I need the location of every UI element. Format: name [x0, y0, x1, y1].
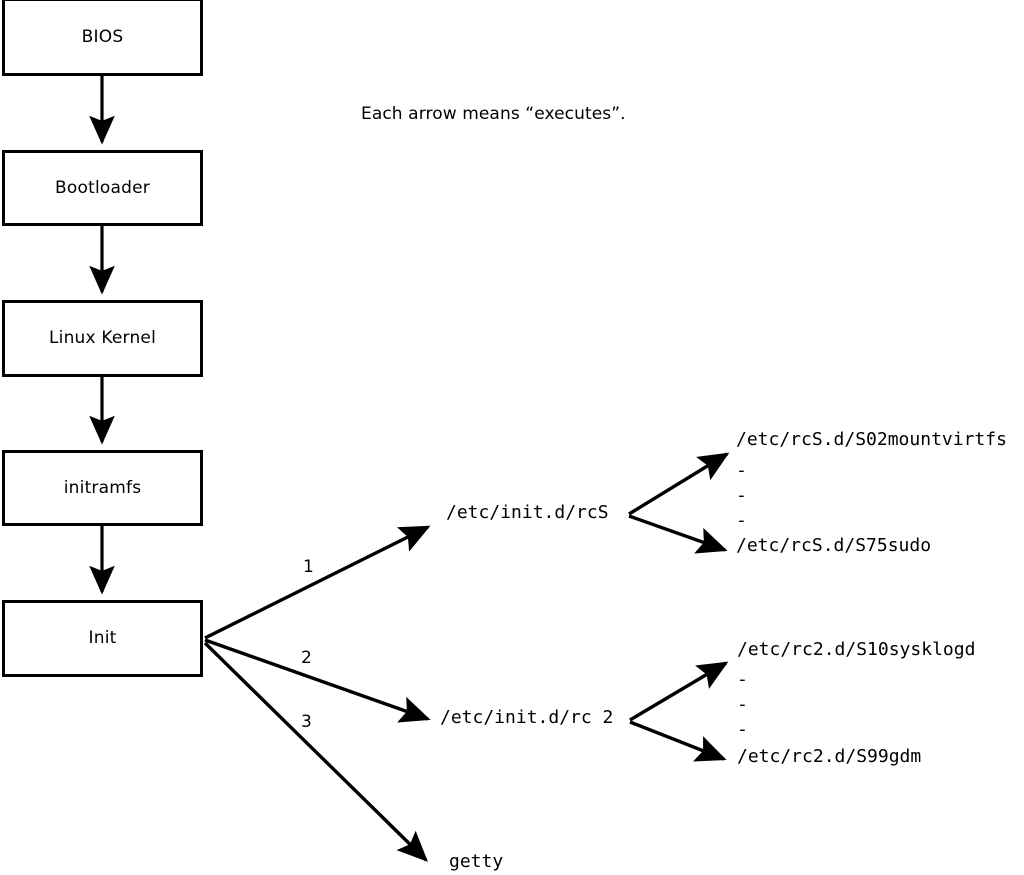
node-initramfs-label: initramfs — [63, 477, 142, 498]
node-initramfs[interactable]: initramfs — [2, 450, 203, 526]
rc2-arrow-last — [629, 720, 727, 762]
rc2-script-first[interactable]: /etc/rc2.d/S10sysklogd — [737, 639, 976, 660]
rcs-arrow-first — [628, 452, 730, 516]
rcs-arrow-last — [628, 514, 728, 554]
rc2-ellipsis-dash-2: - — [737, 694, 748, 715]
rcs-ellipsis-dash-2: - — [736, 485, 747, 506]
init-arrow-2 — [204, 638, 431, 723]
note-each-arrow-executes: Each arrow means “executes”. — [361, 104, 626, 124]
target-rcs[interactable]: /etc/init.d/rcS — [446, 502, 609, 523]
node-bootloader-label: Bootloader — [55, 177, 150, 198]
rcs-script-first[interactable]: /etc/rcS.d/S02mountvirtfs — [736, 429, 1007, 450]
node-init-label: Init — [88, 628, 117, 648]
rc2-script-last[interactable]: /etc/rc2.d/S99gdm — [737, 746, 922, 767]
node-bios[interactable]: BIOS — [2, 0, 203, 76]
rc2-ellipsis-dash-1: - — [737, 669, 748, 690]
node-bios-label: BIOS — [81, 26, 124, 47]
target-getty[interactable]: getty — [449, 851, 504, 872]
rcs-script-last[interactable]: /etc/rcS.d/S75sudo — [736, 535, 932, 556]
node-init[interactable]: Init — [2, 600, 203, 677]
target-rc2[interactable]: /etc/init.d/rc 2 — [440, 707, 614, 728]
node-linux-kernel-label: Linux Kernel — [48, 328, 156, 348]
init-arrow-3 — [203, 641, 428, 862]
rcs-ellipsis-dash-1: - — [736, 460, 747, 481]
rcs-ellipsis-dash-3: - — [736, 510, 747, 531]
node-bootloader[interactable]: Bootloader — [2, 150, 203, 226]
edge-label-1: 1 — [303, 557, 314, 577]
edge-label-2: 2 — [301, 648, 312, 668]
init-arrow-1 — [204, 525, 431, 640]
rc2-ellipsis-dash-3: - — [737, 719, 748, 740]
node-linux-kernel[interactable]: Linux Kernel — [2, 300, 203, 377]
rc2-arrow-first — [629, 661, 729, 722]
edge-label-3: 3 — [301, 712, 312, 732]
